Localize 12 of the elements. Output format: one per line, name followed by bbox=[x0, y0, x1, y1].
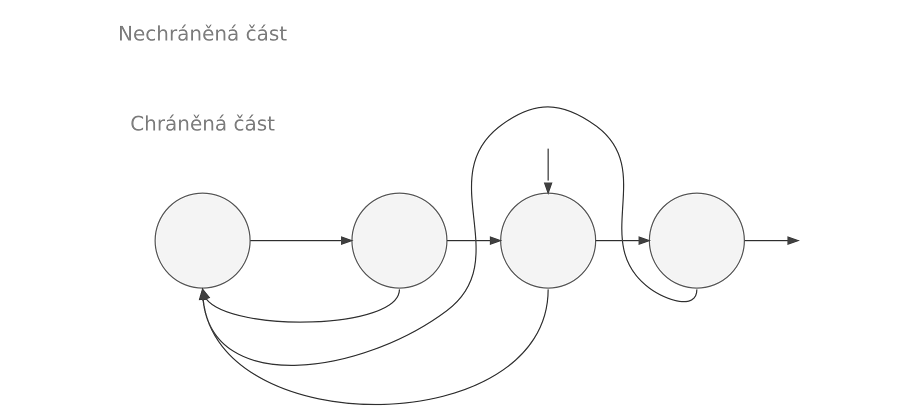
arrow bbox=[198, 106, 697, 366]
node-circle bbox=[648, 192, 744, 289]
arrow bbox=[250, 236, 354, 245]
arrow bbox=[595, 236, 651, 245]
node-circle bbox=[154, 192, 250, 289]
arrow bbox=[744, 236, 800, 245]
label: Nechráněná část bbox=[118, 21, 287, 46]
node-circle bbox=[350, 192, 448, 289]
arrow bbox=[446, 236, 502, 245]
node-circle bbox=[500, 192, 596, 289]
arrow bbox=[543, 148, 552, 195]
label: Chráněná část bbox=[130, 111, 274, 136]
